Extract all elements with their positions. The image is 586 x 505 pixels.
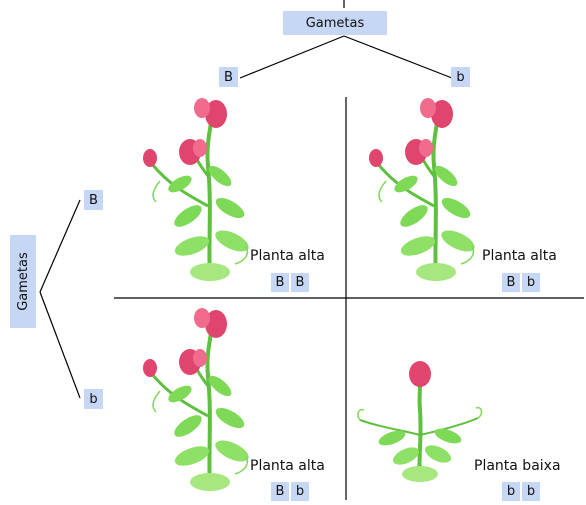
cell-genotype-2b: b bbox=[522, 273, 540, 292]
cell-genotype-4a: b bbox=[502, 482, 520, 501]
cell-genotype-3a: B bbox=[271, 482, 289, 501]
cell-phenotype-4: Planta baixa bbox=[474, 458, 561, 474]
short-plant-illustration bbox=[352, 360, 488, 486]
cell-phenotype-3: Planta alta bbox=[250, 458, 325, 474]
tall-plant-illustration bbox=[140, 96, 250, 286]
cell-genotype-2a: B bbox=[502, 273, 520, 292]
tall-plant-illustration bbox=[140, 306, 250, 496]
side-connector-bottom bbox=[40, 292, 80, 398]
cell-phenotype-2: Planta alta bbox=[482, 248, 557, 264]
top-gametes-label: Gametas bbox=[283, 11, 387, 35]
top-gamete-allele-1: B bbox=[219, 67, 238, 87]
cell-genotype-3b: b bbox=[291, 482, 309, 501]
side-gametes-label: Gametas bbox=[10, 235, 36, 328]
top-connector-right bbox=[344, 36, 452, 78]
tall-plant-illustration bbox=[366, 96, 476, 286]
top-gamete-allele-2: b bbox=[451, 67, 470, 87]
side-gamete-allele-1: B bbox=[84, 190, 103, 210]
cell-phenotype-1: Planta alta bbox=[250, 248, 325, 264]
side-gamete-allele-2: b bbox=[84, 389, 103, 409]
cell-genotype-1b: B bbox=[291, 273, 309, 292]
top-connector-left bbox=[240, 36, 344, 78]
cell-genotype-4b: b bbox=[522, 482, 540, 501]
side-connector-top bbox=[40, 200, 80, 292]
cell-genotype-1a: B bbox=[271, 273, 289, 292]
